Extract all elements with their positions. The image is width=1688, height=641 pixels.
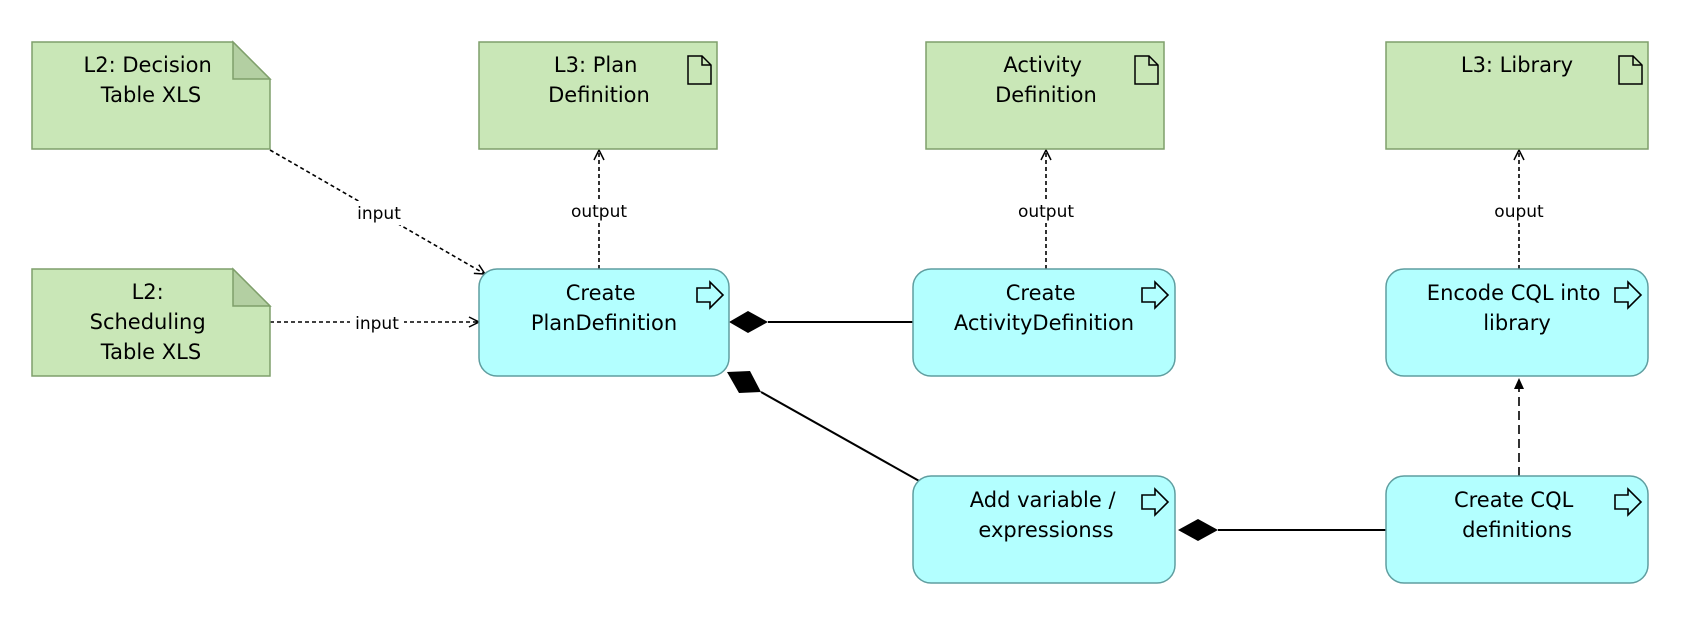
artifact-activity-definition[interactable]: Activity Definition <box>925 41 1165 150</box>
process-create-plandefinition[interactable]: Create PlanDefinition <box>478 268 730 377</box>
edge-plan-output[interactable]: output <box>565 150 633 269</box>
composition-activity-to-plan[interactable] <box>729 311 913 333</box>
page-fold-corner <box>232 40 272 80</box>
process-arrow-icon <box>1614 487 1643 517</box>
artifact-library[interactable]: L3: Library <box>1385 41 1649 150</box>
edge-label-decision-input: input <box>357 204 401 224</box>
artifact-label: Table XLS <box>100 83 201 107</box>
process-arrow-icon <box>1614 280 1643 310</box>
svg-text:L2: Scheduling Tab: L2: Scheduling Table XLS <box>90 280 213 364</box>
edge-label-scheduling-input: input <box>355 314 399 334</box>
process-create-cql-definitions[interactable]: Create CQL definitions <box>1385 475 1649 584</box>
svg-text:Create CQL definitions: Create CQL definitions <box>1454 488 1580 542</box>
process-add-variable[interactable]: Add variable / expressionss <box>912 475 1176 584</box>
artifact-plan-definition[interactable]: L3: Plan Definition <box>478 41 718 150</box>
composition-variable-to-plan[interactable] <box>727 371 922 483</box>
document-icon <box>1134 55 1159 85</box>
process-label: Add variable / <box>970 488 1117 512</box>
edge-library-output[interactable]: ouput <box>1487 150 1551 269</box>
artifact-scheduling-table[interactable]: L2: Scheduling Table XLS <box>31 267 272 377</box>
svg-text:Activity Definition: Activity Definition <box>995 53 1097 107</box>
edge-activity-output[interactable]: output <box>1012 150 1080 269</box>
artifact-label: Activity <box>1003 53 1082 77</box>
edge-label-library-output: ouput <box>1494 202 1544 222</box>
process-label: PlanDefinition <box>531 311 677 335</box>
process-encode-cql[interactable]: Encode CQL into library <box>1385 268 1649 377</box>
artifact-label: L3: Library <box>1461 53 1573 77</box>
composition-diamond <box>727 371 761 393</box>
svg-text:L3: Plan Definition: L3: Plan Definition <box>548 53 650 107</box>
artifact-label: Definition <box>995 83 1097 107</box>
edge-label-activity-output: output <box>1018 202 1074 222</box>
artifact-label: L3: Plan <box>554 53 638 77</box>
process-arrow-icon <box>1141 487 1170 517</box>
process-label: Create <box>566 281 636 305</box>
process-label: ActivityDefinition <box>954 311 1134 335</box>
process-label: Create <box>1006 281 1076 305</box>
process-create-activitydefinition[interactable]: Create ActivityDefinition <box>912 268 1176 377</box>
process-label: Create CQL <box>1454 488 1574 512</box>
artifact-label: Scheduling <box>90 310 206 334</box>
svg-text:Encode CQL into library: Encode CQL into library <box>1427 281 1607 335</box>
artifact-label: Definition <box>548 83 650 107</box>
process-label: Encode CQL into <box>1427 281 1601 305</box>
edge-label-plan-output: output <box>571 202 627 222</box>
page-fold-corner <box>232 267 272 307</box>
composition-cql-to-variable[interactable] <box>1178 519 1386 541</box>
composition-diamond <box>729 311 768 333</box>
edge-decision-input[interactable]: input <box>269 149 485 274</box>
process-label: definitions <box>1462 518 1572 542</box>
process-arrow-icon <box>696 280 725 310</box>
process-arrow-icon <box>1141 280 1170 310</box>
composition-diamond <box>1178 519 1218 541</box>
document-icon <box>687 55 712 85</box>
artifact-decision-table[interactable]: L2: Decision Table XLS <box>31 40 272 150</box>
artifact-label: L2: <box>132 280 164 304</box>
svg-text:L2: Decision Table XLS: L2: Decision Table XLS <box>84 53 219 107</box>
svg-text:L3: Library: L3: Library <box>1461 53 1573 77</box>
svg-text:Create ActivityDefinitio: Create ActivityDefinition <box>954 281 1134 335</box>
svg-text:Add variable / expressio: Add variable / expressionss <box>970 488 1123 542</box>
document-icon <box>1618 55 1643 85</box>
process-label: library <box>1483 311 1551 335</box>
artifact-label: Table XLS <box>100 340 201 364</box>
svg-text:Create PlanDefinition: Create PlanDefinition <box>531 281 677 335</box>
artifact-label: L2: Decision <box>84 53 212 77</box>
process-label: expressionss <box>978 518 1113 542</box>
edge-scheduling-input[interactable]: input <box>270 311 479 335</box>
